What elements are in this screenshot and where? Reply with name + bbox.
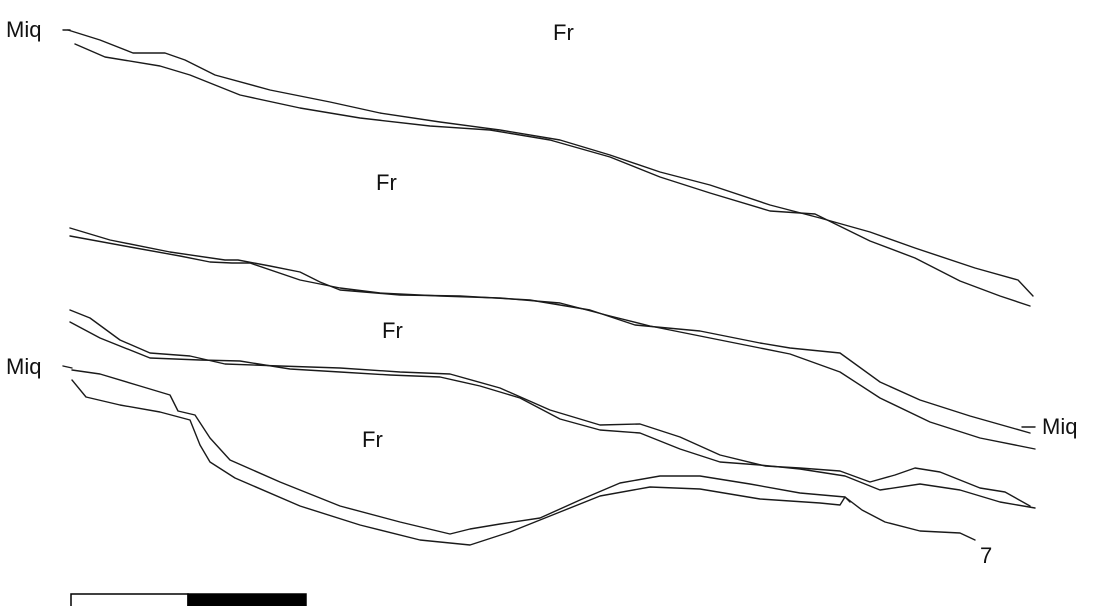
scale-bar-white-segment [71,594,188,606]
miq-mid-leader [63,366,72,368]
boundary-line-2a [70,228,1030,433]
boundary-line-1a [68,30,1033,296]
fr-label-upper: Fr [376,170,397,195]
miq-label-mid-left: Miq [6,354,41,379]
boundary-line-4a [72,370,850,534]
fr-label-lower: Fr [362,427,383,452]
boundary-line-1b [75,44,1030,306]
boundary-line-3b [70,322,1035,508]
fr-label-middle: Fr [382,318,403,343]
scale-bar [71,594,306,606]
fr-label-top: Fr [553,20,574,45]
boundary-line-2b [70,236,1035,449]
number-seven-label: 7 [980,543,992,568]
miq-label-top-left: Miq [6,17,41,42]
scale-bar-black-segment [188,594,306,606]
boundary-line-3a [70,310,1030,506]
miq-label-right: Miq [1042,414,1077,439]
